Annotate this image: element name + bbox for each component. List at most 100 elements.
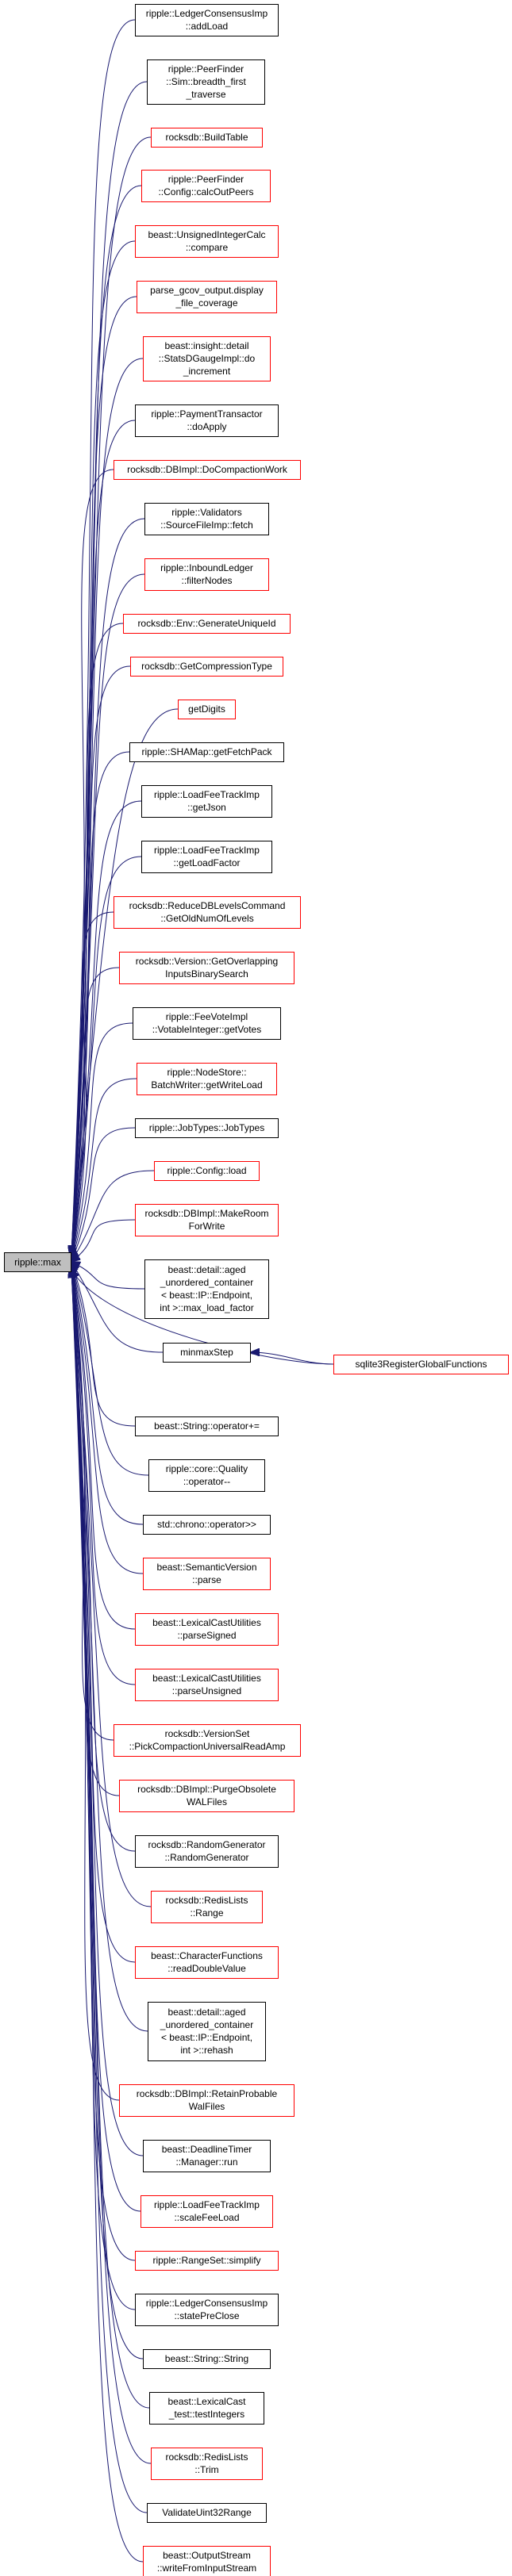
node-beast-deadlinetimer-manager-run[interactable]: beast::DeadlineTimer::Manager::run (143, 2140, 271, 2172)
node-beast-detail-aged-unordered-container-beast-ip-e[interactable]: beast::detail::aged_unordered_container<… (148, 2002, 266, 2061)
node-beast-string-string[interactable]: beast::String::String (143, 2349, 271, 2369)
node-rocksdb-dbimpl-docompactionwork[interactable]: rocksdb::DBImpl::DoCompactionWork (114, 460, 301, 480)
edge-ripple-paymenttransactor-doapply-to-root (71, 420, 136, 1256)
node-label-line: ripple::LoadFeeTrackImp (154, 2199, 260, 2210)
node-beast-string-operator[interactable]: beast::String::operator+= (135, 1416, 279, 1436)
node-ripple-core-quality-operator[interactable]: ripple::core::Quality::operator-- (148, 1459, 265, 1492)
node-rocksdb-versionset-pickcompactionuniversalreadam[interactable]: rocksdb::VersionSet::PickCompactionUnive… (114, 1724, 301, 1757)
node-rocksdb-randomgenerator-randomgenerator[interactable]: rocksdb::RandomGenerator::RandomGenerato… (135, 1835, 279, 1868)
edge-beast-lexicalcastutilities-parseunsigned-to-root (71, 1264, 136, 1685)
node-label-line: ::Trim (194, 2464, 218, 2475)
node-box (143, 2349, 271, 2369)
node-label-line: ::RandomGenerator (164, 1852, 248, 1863)
edge-rocksdb-getcompressiontype-to-root (71, 665, 131, 1258)
edge-ripple-inboundledger-filternodes-to-root (71, 573, 145, 1257)
edge-rocksdb-reducedblevelscommand-getoldnumoflevels-to-root (71, 911, 114, 1259)
node-rocksdb-getcompressiontype[interactable]: rocksdb::GetCompressionType (130, 657, 283, 677)
edge-sqlite3-to-minmaxstep (251, 1352, 334, 1365)
node-beast-insight-detail-statsdgaugeimpl-do-incremen[interactable]: beast::insight::detail::StatsDGaugeImpl:… (143, 336, 271, 381)
node-ripple-ledgerconsensusimp-addload[interactable]: ripple::LedgerConsensusImp::addLoad (135, 4, 279, 36)
node-beast-unsignedintegercalc-compare[interactable]: beast::UnsignedIntegerCalc::compare (135, 225, 279, 258)
node-box (163, 1343, 251, 1363)
node-std-chrono-operator[interactable]: std::chrono::operator>> (143, 1515, 271, 1535)
node-rocksdb-env-generateuniqueid[interactable]: rocksdb::Env::GenerateUniqueId (123, 614, 291, 634)
node-label-line: _traverse (185, 89, 225, 100)
node-ripple-inboundledger-filternodes[interactable]: ripple::InboundLedger::filterNodes (144, 558, 269, 591)
node-ripple-nodestore-batchwriter-getwriteload[interactable]: ripple::NodeStore::BatchWriter::getWrite… (137, 1063, 277, 1095)
node-ripple-peerfinder-sim-breadth-first-traverse[interactable]: ripple::PeerFinder::Sim::breadth_first_t… (147, 59, 265, 105)
node-ripple-validators-sourcefileimp-fetch[interactable]: ripple::Validators::SourceFileImp::fetch (144, 503, 269, 535)
node-ripple-rangeset-simplify[interactable]: ripple::RangeSet::simplify (135, 2251, 279, 2271)
node-box (135, 2294, 279, 2326)
node-ripple-loadfeetrackimp-getjson[interactable]: ripple::LoadFeeTrackImp::getJson (141, 785, 272, 818)
node-beast-outputstream-writefrominputstream[interactable]: beast::OutputStream::writeFromInputStrea… (143, 2546, 271, 2576)
node-root-ripple-max[interactable]: ripple::max (4, 1252, 71, 1272)
node-ripple-loadfeetrackimp-scalefeeload[interactable]: ripple::LoadFeeTrackImp::scaleFeeLoad (141, 2195, 273, 2228)
node-beast-lexicalcast-test-testintegers[interactable]: beast::LexicalCast_test::testIntegers (149, 2392, 264, 2425)
node-rocksdb-redislists-trim[interactable]: rocksdb::RedisLists::Trim (151, 2448, 263, 2480)
node-rocksdb-reducedblevelscommand-getoldnumoflevels[interactable]: rocksdb::ReduceDBLevelsCommand::GetOldNu… (114, 896, 301, 929)
edge-ripple-core-quality-operator-to-root (71, 1263, 149, 1476)
edge-ripple-feevoteimpl-votableinteger-getvotes-to-root (71, 1022, 133, 1260)
node-box (130, 657, 283, 677)
node-beast-characterfunctions-readdoublevalue[interactable]: beast::CharacterFunctions::readDoubleVal… (135, 1946, 279, 1979)
node-box (148, 1459, 265, 1492)
node-box (135, 2251, 279, 2271)
node-ripple-ledgerconsensusimp-statepreclose[interactable]: ripple::LedgerConsensusImp::statePreClos… (135, 2294, 279, 2326)
node-beast-lexicalcastutilities-parseunsigned[interactable]: beast::LexicalCastUtilities::parseUnsign… (135, 1669, 279, 1701)
node-label-line: int >::rehash (180, 2045, 233, 2056)
node-label-line: ripple::PaymentTransactor (151, 408, 262, 420)
node-ripple-peerfinder-config-calcoutpeers[interactable]: ripple::PeerFinder::Config::calcOutPeers (141, 170, 271, 202)
node-beast-semanticversion-parse[interactable]: beast::SemanticVersion::parse (143, 1558, 271, 1590)
edge-rocksdb-dbimpl-docompactionwork-to-root (71, 469, 114, 1256)
edge-beast-detail-aged-unordered-container-beast-ip-e-to-root (71, 1262, 145, 1290)
node-box (143, 1515, 271, 1535)
node-label-line: ripple::SHAMap::getFetchPack (141, 746, 272, 757)
node-beast-detail-aged-unordered-container-beast-ip-e[interactable]: beast::detail::aged_unordered_container<… (144, 1259, 269, 1319)
node-label-line: ripple::PeerFinder (168, 174, 244, 185)
node-label-line: ::parseSigned (177, 1630, 236, 1641)
node-rocksdb-redislists-range[interactable]: rocksdb::RedisLists::Range (151, 1891, 263, 1923)
node-ripple-loadfeetrackimp-getloadfactor[interactable]: ripple::LoadFeeTrackImp::getLoadFactor (141, 841, 272, 873)
nodes: ripple::max ripple::LedgerConsensusImp::a… (4, 4, 509, 2576)
edge-rocksdb-redislists-range-to-root (71, 1266, 152, 1907)
edge-rocksdb-redislists-trim-to-root (71, 1269, 152, 2464)
node-label-line: ::PickCompactionUniversalReadAmp (129, 1741, 286, 1752)
node-box (114, 896, 301, 929)
node-label-line: ::parseUnsigned (172, 1685, 241, 1696)
node-ripple-jobtypes-jobtypes[interactable]: ripple::JobTypes::JobTypes (135, 1118, 279, 1138)
node-parse-gcov-output-display-file-coverage[interactable]: parse_gcov_output.display_file_coverage (137, 281, 277, 313)
node-getdigits[interactable]: getDigits (178, 700, 236, 719)
node-label-line: rocksdb::VersionSet (165, 1728, 250, 1739)
node-ripple-paymenttransactor-doapply[interactable]: ripple::PaymentTransactor::doApply (135, 404, 279, 437)
edge-beast-detail-aged-unordered-container-beast-ip-e-to-root (71, 1266, 148, 2032)
node-box (147, 2503, 267, 2523)
node-rocksdb-buildtable[interactable]: rocksdb::BuildTable (151, 128, 263, 148)
node-ripple-shamap-getfetchpack[interactable]: ripple::SHAMap::getFetchPack (129, 742, 284, 762)
node-label-line: ::Config::calcOutPeers (158, 186, 253, 197)
node-label-line: < beast::IP::Endpoint, (161, 2032, 252, 2043)
node-ripple-feevoteimpl-votableinteger-getvotes[interactable]: ripple::FeeVoteImpl::VotableInteger::get… (133, 1007, 281, 1040)
edge-ripple-shamap-getfetchpack-to-root (71, 751, 130, 1259)
edge-ripple-jobtypes-jobtypes-to-root (71, 1127, 136, 1261)
node-label-line: BatchWriter::getWriteLoad (151, 1079, 262, 1091)
node-sqlite3registerglobalfunctions[interactable]: sqlite3RegisterGlobalFunctions (333, 1355, 509, 1374)
node-rocksdb-version-getoverlappinginputsbinarysearch[interactable]: rocksdb::Version::GetOverlappingInputsBi… (119, 952, 294, 984)
node-beast-lexicalcastutilities-parsesigned[interactable]: beast::LexicalCastUtilities::parseSigned (135, 1613, 279, 1646)
node-label-line: ripple::LedgerConsensusImp (146, 8, 268, 19)
node-ripple-config-load[interactable]: ripple::Config::load (154, 1161, 260, 1181)
node-label-line: beast::insight::detail (164, 340, 248, 351)
node-label-line: ripple::RangeSet::simplify (152, 2255, 260, 2266)
node-label-line: ripple::NodeStore:: (167, 1067, 246, 1078)
edge-rocksdb-env-generateuniqueid-to-root (71, 623, 124, 1258)
node-minmaxstep[interactable]: minmaxStep (163, 1343, 251, 1363)
node-validateuint32range[interactable]: ValidateUint32Range (147, 2503, 267, 2523)
node-label-line: getDigits (188, 703, 225, 715)
edge-ripple-config-load-to-root (71, 1170, 155, 1261)
node-label-line: InputsBinarySearch (165, 968, 248, 979)
node-box (135, 1118, 279, 1138)
node-box (141, 841, 272, 873)
